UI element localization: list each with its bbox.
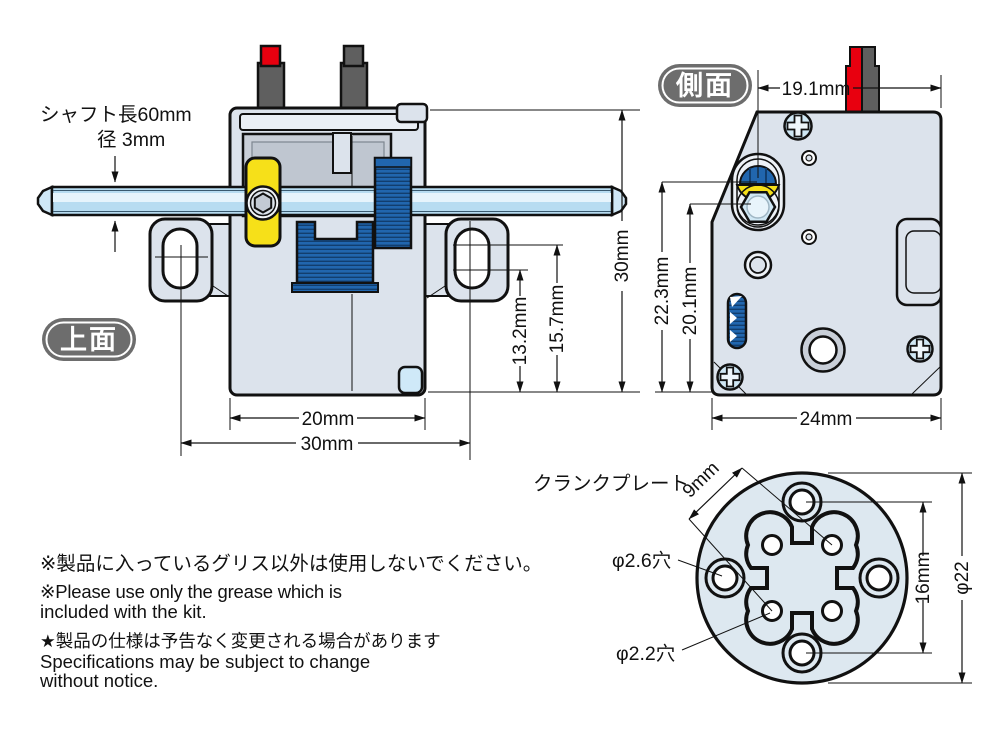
gray-wire-terminal — [339, 61, 369, 113]
crank-plate-extension-lines — [677, 467, 972, 684]
shaft-hub — [730, 152, 786, 232]
note-spec-en-line2: without notice. — [39, 670, 158, 691]
mounting-tabs — [148, 217, 510, 303]
phillips-screw-top — [783, 111, 813, 141]
shaft-right-tip — [610, 185, 628, 217]
gray-wire-side — [861, 46, 880, 113]
top-view-badge-pill — [42, 318, 136, 361]
body-corner-window — [397, 365, 424, 395]
side-view-badge-pill — [658, 64, 752, 107]
top-view-badge: 上面 — [42, 318, 136, 361]
phillips-cross-icon — [719, 366, 741, 388]
large-gear-cap — [374, 157, 412, 168]
note-grease-en-line1: ※Please use only the grease which is — [40, 581, 342, 602]
top-view-badge-keyline — [45, 321, 133, 358]
dim-large-hole-pitch: 16mm — [913, 552, 934, 605]
shaft-highlight — [53, 193, 611, 202]
top-view-dimensions: 20mm 30mm 13.2mm 15.7mm 30mm — [180, 109, 633, 455]
hex-shaft — [36, 185, 628, 217]
side-clip-tab-inner — [905, 230, 942, 294]
top-view-extension-lines — [155, 109, 640, 460]
gear-train — [291, 156, 413, 293]
label-small-hole: φ2.2穴 — [616, 643, 675, 665]
motor-tab — [332, 132, 352, 174]
large-gear — [373, 156, 413, 250]
output-shaft-hole-inner — [808, 335, 838, 365]
dim-shaft-center-height: 20.1mm — [680, 267, 701, 336]
shaft-end-face — [746, 195, 770, 219]
phillips-cross-icon — [786, 114, 810, 138]
motor-wires-top-view — [256, 44, 369, 113]
pilot-hole-upper-center — [805, 154, 813, 162]
phillips-cross-icon — [909, 338, 931, 360]
dim-hole-outer: 15.7mm — [547, 285, 568, 354]
gear-base — [291, 282, 379, 293]
side-view-dimensions: 19.1mm 22.3mm 20.1mm 24mm — [652, 79, 942, 430]
red-wire — [259, 44, 282, 68]
gray-wire — [342, 44, 365, 68]
side-view-badge: 側面 — [658, 64, 752, 107]
side-clip-tab — [895, 217, 943, 307]
note-grease-en-line2: included with the kit. — [40, 601, 207, 622]
motor-wires-side-view — [845, 46, 880, 113]
shaft-clamp — [244, 156, 282, 248]
label-large-hole: φ2.6穴 — [612, 550, 671, 572]
crank-plate-title: クランクプレート — [533, 473, 689, 495]
gear-window-slot — [726, 292, 748, 350]
dim-plate-diameter: φ22 — [952, 561, 973, 594]
note-spec-jp: ★製品の仕様は予告なく変更される場合があります — [40, 631, 441, 651]
dim-side-width: 24mm — [800, 409, 853, 430]
dim-depth: 30mm — [612, 230, 633, 283]
hex-bolt — [253, 192, 273, 214]
bottom-right-chamfer — [911, 365, 942, 395]
left-bracket-chamfer — [212, 285, 232, 299]
gearbox-lid — [239, 113, 419, 131]
shaft-annotation: シャフト長60mm 径 3mm — [40, 104, 192, 252]
top-view-badge-label: 上面 — [60, 325, 118, 355]
note-grease-jp: ※製品に入っているグリス以外は使用しないでください。 — [40, 553, 542, 575]
footer-notes: ※製品に入っているグリス以外は使用しないでください。 ※Please use o… — [39, 553, 542, 691]
side-view: 19.1mm 22.3mm 20.1mm 24mm 側面 — [652, 46, 943, 430]
pilot-hole-lower-center — [805, 233, 813, 241]
phillips-screw-bottom-left — [716, 363, 744, 391]
right-mount-hole — [453, 227, 491, 290]
crank-plate-view: 9mm 16mm φ22 クランクプレート φ2.6穴 φ2.2穴 — [533, 458, 973, 685]
dim-hub-top-height: 22.3mm — [652, 257, 673, 326]
side-view-badge-label: 側面 — [675, 71, 734, 101]
right-bracket-chamfer — [426, 285, 446, 299]
top-view: 20mm 30mm 13.2mm 15.7mm 30mm シャフト長60mm 径… — [36, 44, 640, 460]
shaft-note-line1: シャフト長60mm — [40, 104, 192, 126]
slot-tooth-notch — [730, 330, 737, 342]
slot-tooth-notch — [730, 312, 737, 324]
body-corner-tab — [395, 102, 429, 124]
bearing-boss-inner — [749, 256, 767, 274]
clover-boss — [744, 510, 860, 646]
note-spec-en-line1: Specifications may be subject to change — [40, 651, 370, 672]
side-view-badge-keyline — [661, 67, 749, 104]
slot-highlight — [730, 296, 742, 307]
left-mount-hole — [161, 227, 199, 290]
dim-body-width: 20mm — [302, 409, 355, 430]
red-wire-terminal — [256, 61, 286, 113]
dim-hole-inner: 13.2mm — [510, 297, 531, 366]
shaft-note-line2: 径 3mm — [97, 129, 165, 151]
phillips-screw-bottom-right — [906, 335, 934, 363]
dim-mount-hole-span: 30mm — [301, 434, 354, 455]
dim-shaft-to-edge: 19.1mm — [782, 79, 851, 100]
hub-ring — [736, 184, 780, 228]
shaft-left-tip — [36, 185, 54, 217]
